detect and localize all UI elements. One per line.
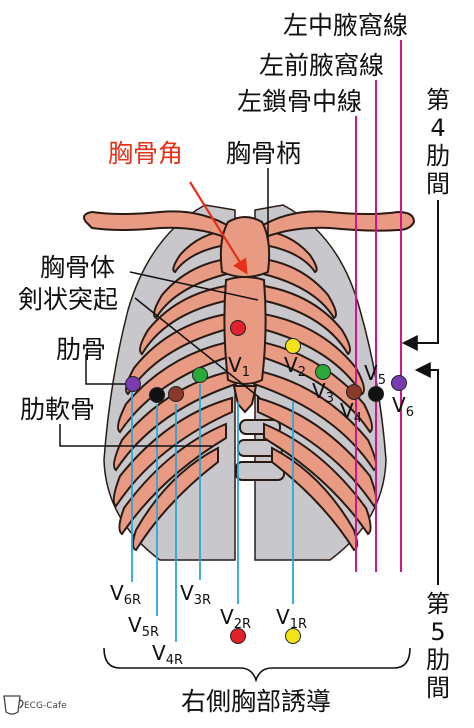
label-fifth-icsp-1: 第 <box>426 590 450 618</box>
electrode-v5r <box>150 388 165 403</box>
label-fifth-icsp-3: 肋 <box>426 646 450 674</box>
label-fifth-icsp-2: 5 <box>430 618 445 646</box>
electrode-v5 <box>369 387 384 402</box>
lead-label-v4r: V4R <box>152 641 183 668</box>
label-fourth-icsp-2: 4 <box>430 114 445 142</box>
electrode-v3 <box>316 365 331 380</box>
ecg-cafe-logo: ECG-Cafe <box>4 696 67 714</box>
lead-label-v1r: V1R <box>276 605 307 632</box>
right-leads-brace <box>104 648 410 680</box>
lead-label-v3r: V3R <box>180 581 211 608</box>
electrode-v2 <box>286 339 301 354</box>
electrode-v6 <box>392 376 407 391</box>
lead-label-v2r: V2R <box>220 605 251 632</box>
label-costal-cartilage: 肋軟骨 <box>20 395 95 424</box>
label-fourth-icsp-1: 第 <box>426 86 450 114</box>
electrode-v3r <box>193 368 208 383</box>
electrode-v6r <box>126 377 141 392</box>
coffee-cup-icon <box>4 696 23 714</box>
manubrium <box>221 217 269 277</box>
label-sternal-angle: 胸骨角 <box>108 139 183 168</box>
label-left-midclavicular: 左鎖骨中線 <box>237 87 362 116</box>
label-right-leads: 右側胸部誘導 <box>181 687 331 716</box>
label-fourth-icsp-3: 肋 <box>426 142 450 170</box>
lead-label-v6: V6 <box>392 393 414 420</box>
label-fourth-icsp-4: 間 <box>426 170 450 198</box>
electrode-v4 <box>347 385 362 400</box>
lead-label-v5r: V5R <box>128 613 159 640</box>
label-xiphoid: 剣状突起 <box>18 285 118 314</box>
label-manubrium: 胸骨柄 <box>226 139 301 168</box>
label-left-midaxillary: 左中腋窩線 <box>283 11 408 40</box>
electrode-v1 <box>231 321 246 336</box>
electrode-v4r <box>169 387 184 402</box>
lead-label-v5: V5 <box>364 361 386 388</box>
label-left-anterior-axillary: 左前腋窩線 <box>259 51 384 80</box>
fifth-icsp-arrow <box>418 370 438 585</box>
logo-text: ECG-Cafe <box>24 701 67 711</box>
label-sternum-body: 胸骨体 <box>40 253 115 282</box>
lead-label-v6r: V6R <box>110 581 141 608</box>
label-fifth-icsp-4: 間 <box>426 674 450 702</box>
label-rib: 肋骨 <box>56 335 106 364</box>
